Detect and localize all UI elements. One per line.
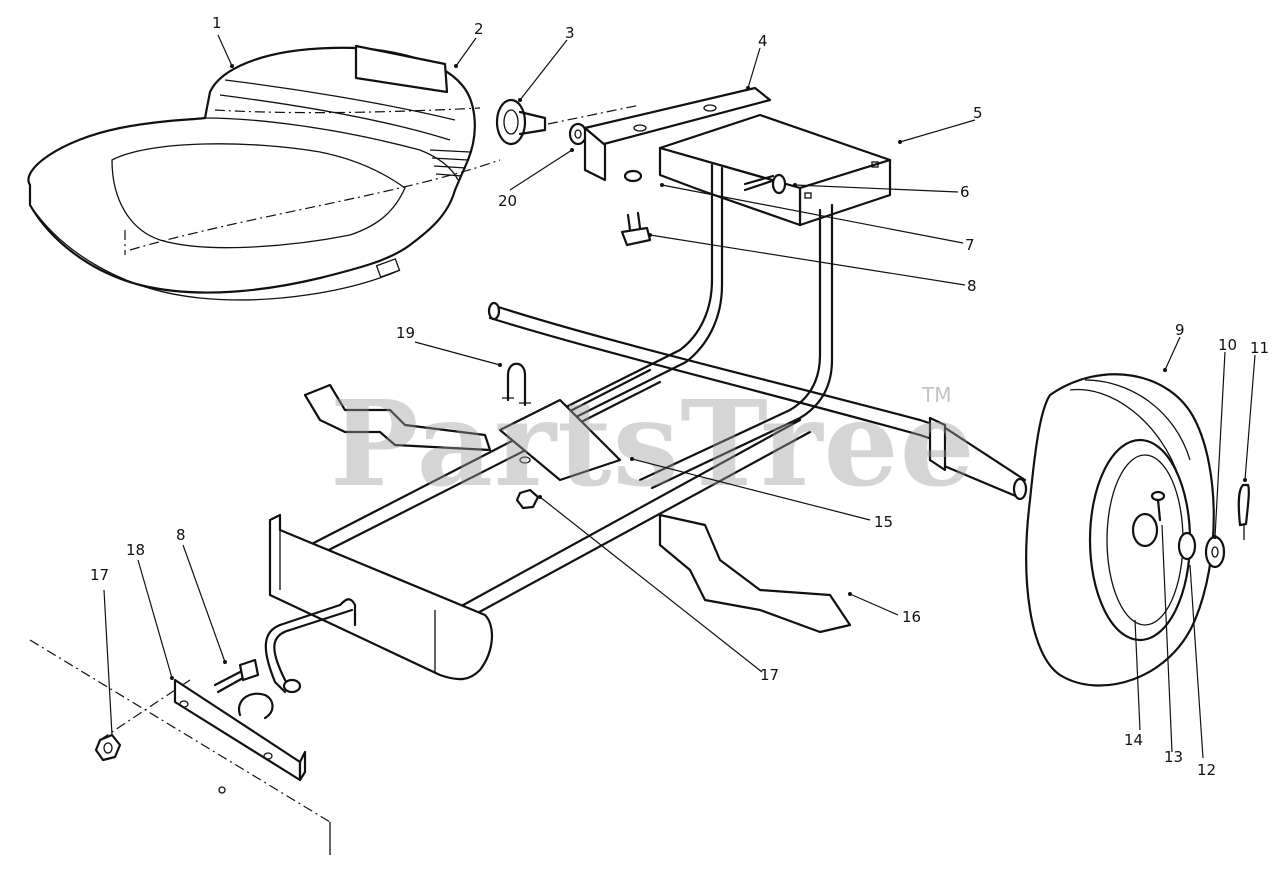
left-foot-rest (303, 383, 492, 452)
watermark-text: PartsTree (330, 374, 976, 513)
callout-1: 1 (212, 14, 222, 32)
callout-5: 5 (973, 104, 983, 122)
callout-10: 10 (1218, 336, 1237, 354)
washer (568, 122, 588, 146)
callout-9: 9 (1175, 321, 1185, 339)
knob (495, 98, 547, 146)
tractor-panel (29, 639, 331, 855)
callout-6: 6 (960, 183, 970, 201)
lock-washer (623, 169, 643, 183)
callout-14: 14 (1124, 731, 1143, 749)
wheel-tire (1025, 373, 1215, 687)
front-bumper (268, 513, 494, 681)
callout-3: 3 (565, 24, 575, 42)
callout-17-hitch: 17 (90, 566, 109, 584)
leader-dots (170, 64, 1247, 680)
callout-13: 13 (1164, 748, 1183, 766)
callout-15: 15 (874, 513, 893, 531)
seat (27, 46, 501, 301)
carriage-bolt (743, 173, 787, 195)
right-foot-rest (658, 513, 852, 634)
callout-8-hitch: 8 (176, 526, 186, 544)
hub-bushing (1177, 531, 1197, 561)
hex-bolt (620, 211, 652, 247)
drawbar (264, 598, 357, 694)
watermark-trademark: TM (921, 383, 951, 407)
callout-8-top: 8 (967, 277, 977, 295)
u-bolt (502, 362, 531, 407)
callout-labels: 1 2 3 4 5 6 7 8 9 10 11 12 13 14 15 16 1… (90, 14, 1269, 779)
callout-20: 20 (498, 192, 517, 210)
callout-17-frame: 17 (760, 666, 779, 684)
hitch-plate (173, 678, 307, 782)
hitch-frame (298, 163, 1028, 630)
axle-washer (1204, 535, 1226, 569)
seat-back-plate (354, 44, 449, 94)
callout-18: 18 (126, 541, 145, 559)
hub-bolt (1150, 490, 1166, 522)
callout-4: 4 (758, 32, 768, 50)
cotter-pin (1237, 483, 1250, 540)
frame-nut (515, 488, 540, 510)
callout-7: 7 (965, 236, 975, 254)
hitch-nut (94, 733, 122, 762)
callout-16: 16 (902, 608, 921, 626)
hitch-bolt (213, 658, 260, 694)
seat-bracket (583, 86, 772, 182)
leader-lines (103, 34, 1256, 759)
callout-11: 11 (1250, 339, 1269, 357)
seat-mount-box (658, 113, 892, 227)
callout-2: 2 (474, 20, 484, 38)
callout-12: 12 (1197, 761, 1216, 779)
callout-19: 19 (396, 324, 415, 342)
